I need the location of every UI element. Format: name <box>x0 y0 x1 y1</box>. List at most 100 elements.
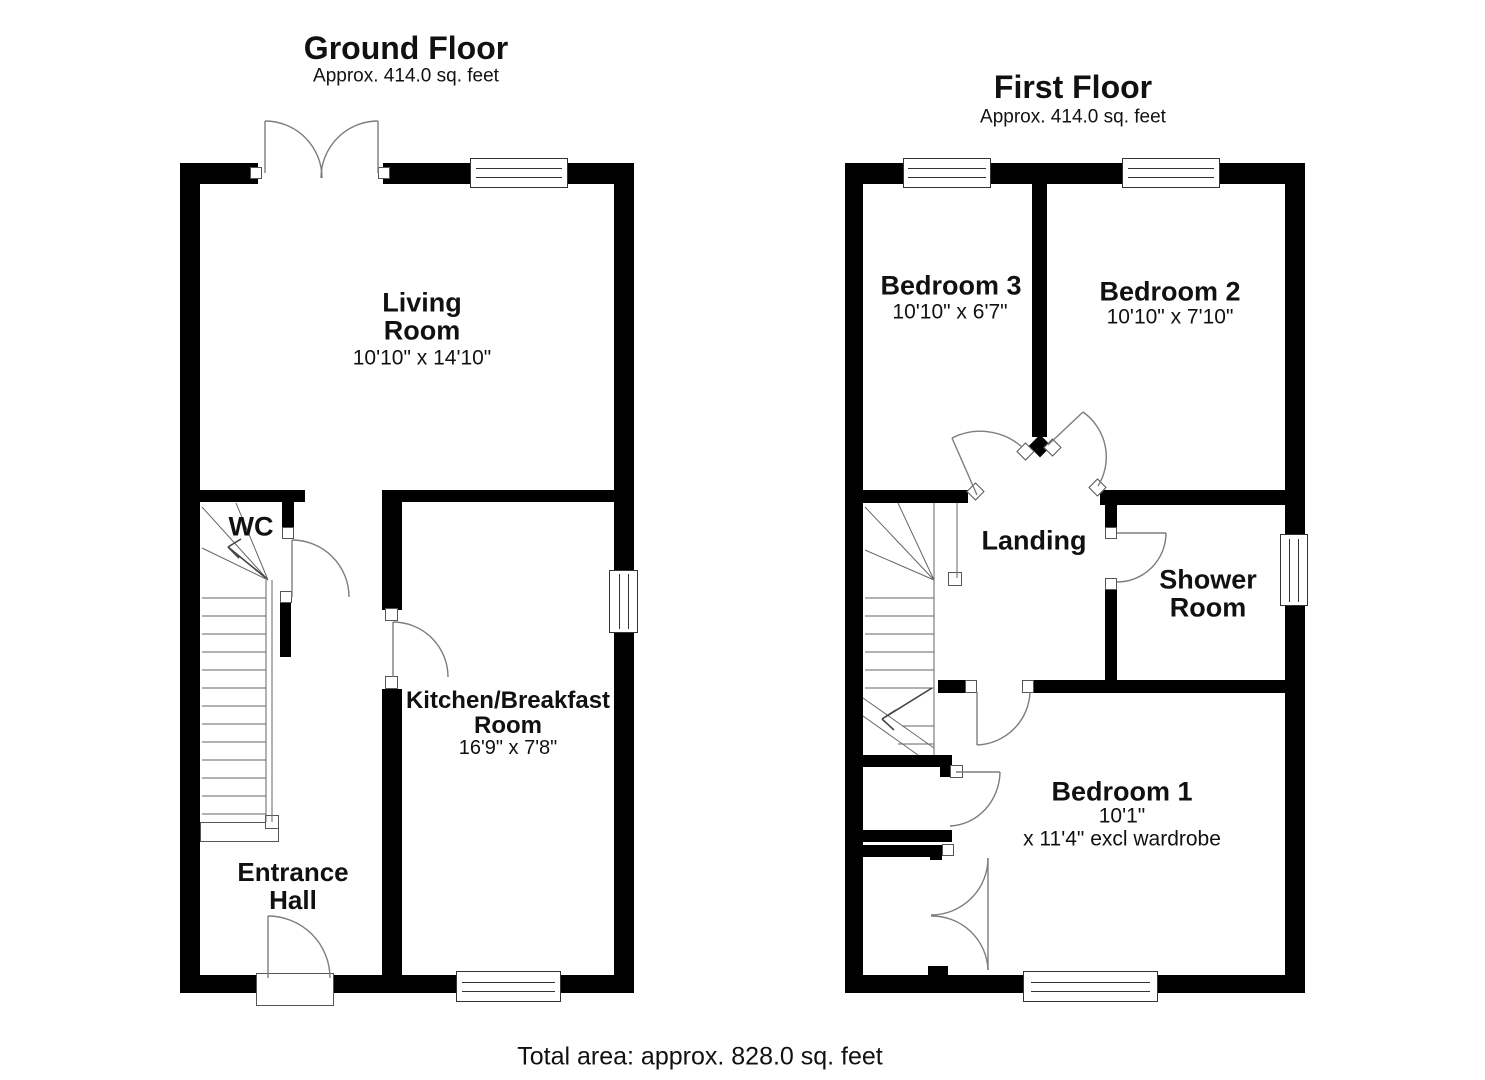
ff-bed3-door <box>951 430 1023 496</box>
ff-wall-left <box>845 163 863 993</box>
shower-room-label-line1: Shower <box>1159 564 1257 595</box>
gf-wall-wc-stub-upper <box>282 502 294 529</box>
gf-wall-bottom-1 <box>180 975 258 993</box>
gf-kitchen-door <box>392 621 449 678</box>
ff-wall-bed1-top-stub <box>938 680 965 693</box>
ff-bed3-window <box>903 158 991 188</box>
bedroom1-label: Bedroom 1 <box>1051 776 1193 807</box>
gf-staircase <box>201 502 273 822</box>
gf-living-window <box>470 158 568 188</box>
gf-wall-hall-kitchen-upper <box>382 490 402 610</box>
gf-wc-door <box>291 539 350 598</box>
ff-wall-wardrobe1-top-end <box>940 755 952 777</box>
gf-stair-bottom-tread <box>200 822 279 842</box>
ff-bed3-door-jamb-hinge <box>966 482 985 501</box>
gf-stair-direction-arrow <box>227 538 267 579</box>
shower-room-label-line2: Room <box>1169 592 1247 623</box>
ff-stair-stringer <box>933 503 958 755</box>
living-room-label-line1: Living <box>382 287 462 318</box>
gf-wc-door-jamb-top <box>282 527 294 539</box>
ff-bed3-window-glazing <box>908 168 986 178</box>
ff-wall-bed3-bottom <box>845 490 968 503</box>
ff-bed1-door-swing <box>976 691 1031 746</box>
total-area-label: Total area: approx. 828.0 sq. feet <box>517 1042 883 1071</box>
ff-wall-wardrobe2-top <box>863 845 930 857</box>
gf-wall-bottom-3 <box>558 975 634 993</box>
gf-wall-wc-stub-lower <box>280 603 291 657</box>
ff-bed1-window-glazing <box>1030 981 1151 992</box>
gf-kitchen-door-jamb-top <box>385 608 398 621</box>
ground-floor-title: Ground Floor <box>303 30 509 66</box>
ff-wall-wardrobe2-top-end <box>930 845 942 860</box>
bedroom2-dimensions: 10'10" x 7'10" <box>1106 305 1234 329</box>
bedroom1-dimensions-line1: 10'1" <box>1098 804 1146 828</box>
ff-stair-newel <box>948 572 962 586</box>
ff-wall-shower-left-lower <box>1105 590 1117 692</box>
ff-wardrobe1-door <box>949 771 1001 827</box>
gf-wall-kitchen-top <box>383 490 634 502</box>
gf-stair-newel <box>265 815 279 829</box>
bedroom3-label: Bedroom 3 <box>880 270 1022 301</box>
gf-kitchen-side-window <box>609 570 638 633</box>
ff-wall-wardrobe2-bottom-stub <box>928 966 948 977</box>
gf-stair-stringer <box>265 580 273 822</box>
gf-front-door-swing <box>267 915 331 979</box>
ground-floor-subtitle: Approx. 414.0 sq. feet <box>313 65 499 87</box>
ff-shower-door-jamb-top <box>1105 527 1117 539</box>
ff-bed3-door-swing <box>951 430 1023 448</box>
bedroom3-dimensions: 10'10" x 6'7" <box>892 300 1008 324</box>
wc-label: WC <box>228 511 274 542</box>
ff-wall-top-3 <box>1220 163 1305 184</box>
entrance-hall-label-line1: Entrance <box>237 857 349 887</box>
ff-wall-bed1-top <box>1034 680 1285 693</box>
ff-shower-window-glazing <box>1289 538 1299 602</box>
ff-stair-treads <box>865 597 934 745</box>
ff-stair-direction-arrow <box>881 687 933 731</box>
gf-french-doors <box>264 120 379 179</box>
gf-front-door-threshold <box>256 973 334 1006</box>
ff-wardrobe2-door-swing-top <box>930 857 989 916</box>
ff-wall-top-2 <box>991 163 1122 184</box>
gf-wc-door-jamb-bottom <box>280 591 292 603</box>
gf-front-door <box>267 915 331 979</box>
gf-french-door-swing-right <box>320 120 379 179</box>
gf-kitchen-door-jamb-bottom <box>385 676 398 689</box>
ff-wardrobe2-door-swing-bottom <box>930 915 989 971</box>
ff-wardrobe2-double-doors <box>930 857 989 971</box>
gf-french-door-jamb-right <box>378 167 390 179</box>
bedroom2-label: Bedroom 2 <box>1099 276 1241 307</box>
ff-bed1-door <box>976 691 1031 746</box>
gf-kitchen-door-swing <box>392 621 449 678</box>
ff-stair-winders <box>864 502 935 581</box>
ff-bed1-window <box>1023 971 1158 1002</box>
living-room-label-line2: Room <box>383 315 461 346</box>
bedroom1-dimensions-line2: x 11'4" excl wardrobe <box>1023 827 1221 851</box>
ff-wall-shower-left-upper <box>1105 505 1117 529</box>
kitchen-label-line1: Kitchen/Breakfast <box>405 687 611 714</box>
ff-bed2-door-swing <box>1082 411 1107 487</box>
gf-stair-treads <box>202 597 266 815</box>
ff-wall-bed2-bed3-divider <box>1032 184 1047 437</box>
ff-shower-door-jamb-bottom <box>1105 578 1117 590</box>
ff-wall-wardrobe1-top <box>863 755 952 767</box>
gf-wall-livingroom-bottom <box>180 490 305 502</box>
gf-french-door-jamb-left <box>250 167 262 179</box>
ff-wardrobe1-door-jamb <box>950 765 963 778</box>
kitchen-label-line2: Room <box>474 712 542 739</box>
gf-wc-door-swing <box>291 539 350 598</box>
ff-shower-window <box>1280 534 1308 606</box>
gf-wall-left <box>180 163 200 993</box>
gf-french-door-swing-left <box>264 120 323 179</box>
living-room-dimensions: 10'10" x 14'10" <box>352 346 492 370</box>
ff-bed1-door-jamb-hinge <box>965 680 977 693</box>
gf-wall-top-left <box>180 163 258 184</box>
ff-bed2-window-glazing <box>1127 168 1215 178</box>
ff-bed2-window <box>1122 158 1220 188</box>
ff-wardrobe2-door-jamb <box>942 844 954 856</box>
ff-wall-top-1 <box>845 163 903 184</box>
ff-wall-wardrobe1-bottom <box>863 830 952 842</box>
gf-kitchen-rear-window-glazing <box>462 981 555 992</box>
ff-wall-bed2-bottom <box>1100 490 1285 505</box>
ff-stair-break-lines <box>862 697 935 756</box>
